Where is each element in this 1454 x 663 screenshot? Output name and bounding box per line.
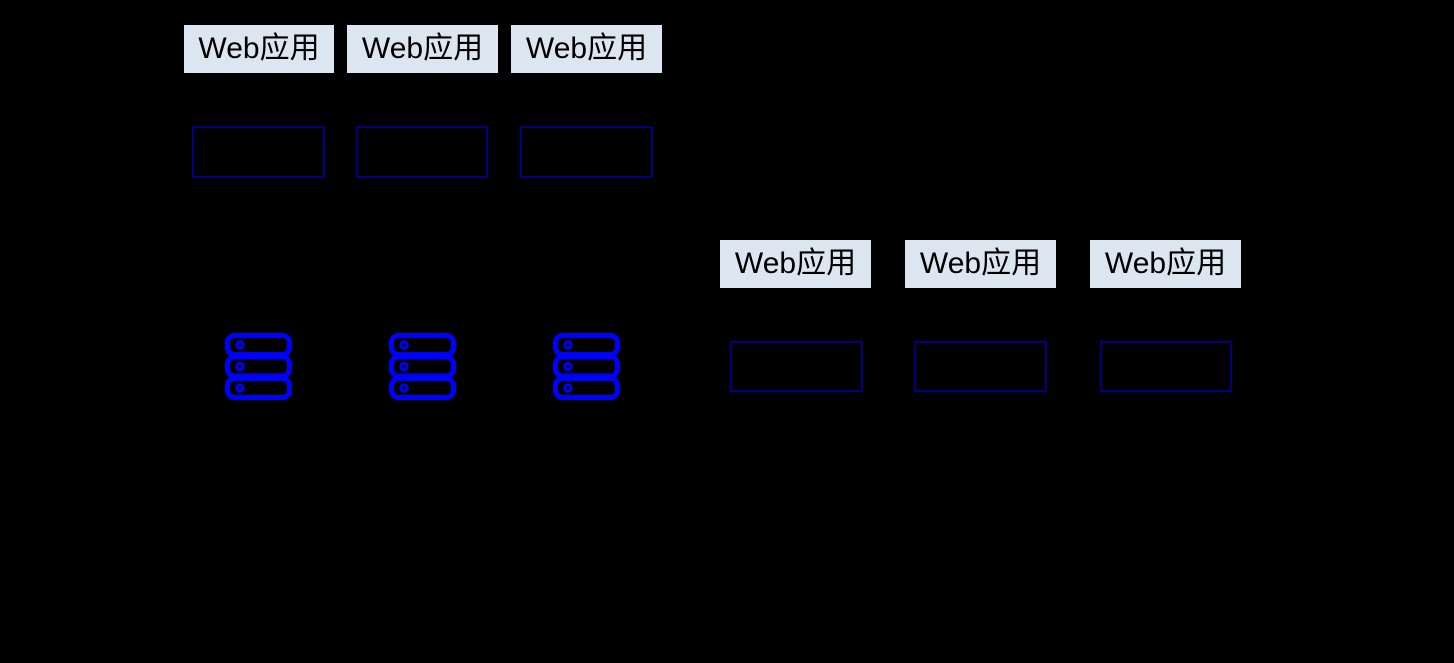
web-app-label: Web应用 [347, 25, 498, 73]
outlined-container-box [192, 126, 325, 178]
web-app-label: Web应用 [905, 240, 1056, 288]
server-rack-icon [553, 333, 620, 400]
web-app-label: Web应用 [720, 240, 871, 288]
server-rack-icon [389, 333, 456, 400]
outlined-container-box [1100, 341, 1232, 392]
web-app-label: Web应用 [511, 25, 662, 73]
outlined-container-box [914, 341, 1047, 392]
server-rack-icon [225, 333, 292, 400]
outlined-container-box [520, 126, 653, 178]
outlined-container-box [730, 341, 863, 392]
web-app-label: Web应用 [184, 25, 334, 73]
outlined-container-box [356, 126, 488, 178]
web-app-label: Web应用 [1090, 240, 1241, 288]
